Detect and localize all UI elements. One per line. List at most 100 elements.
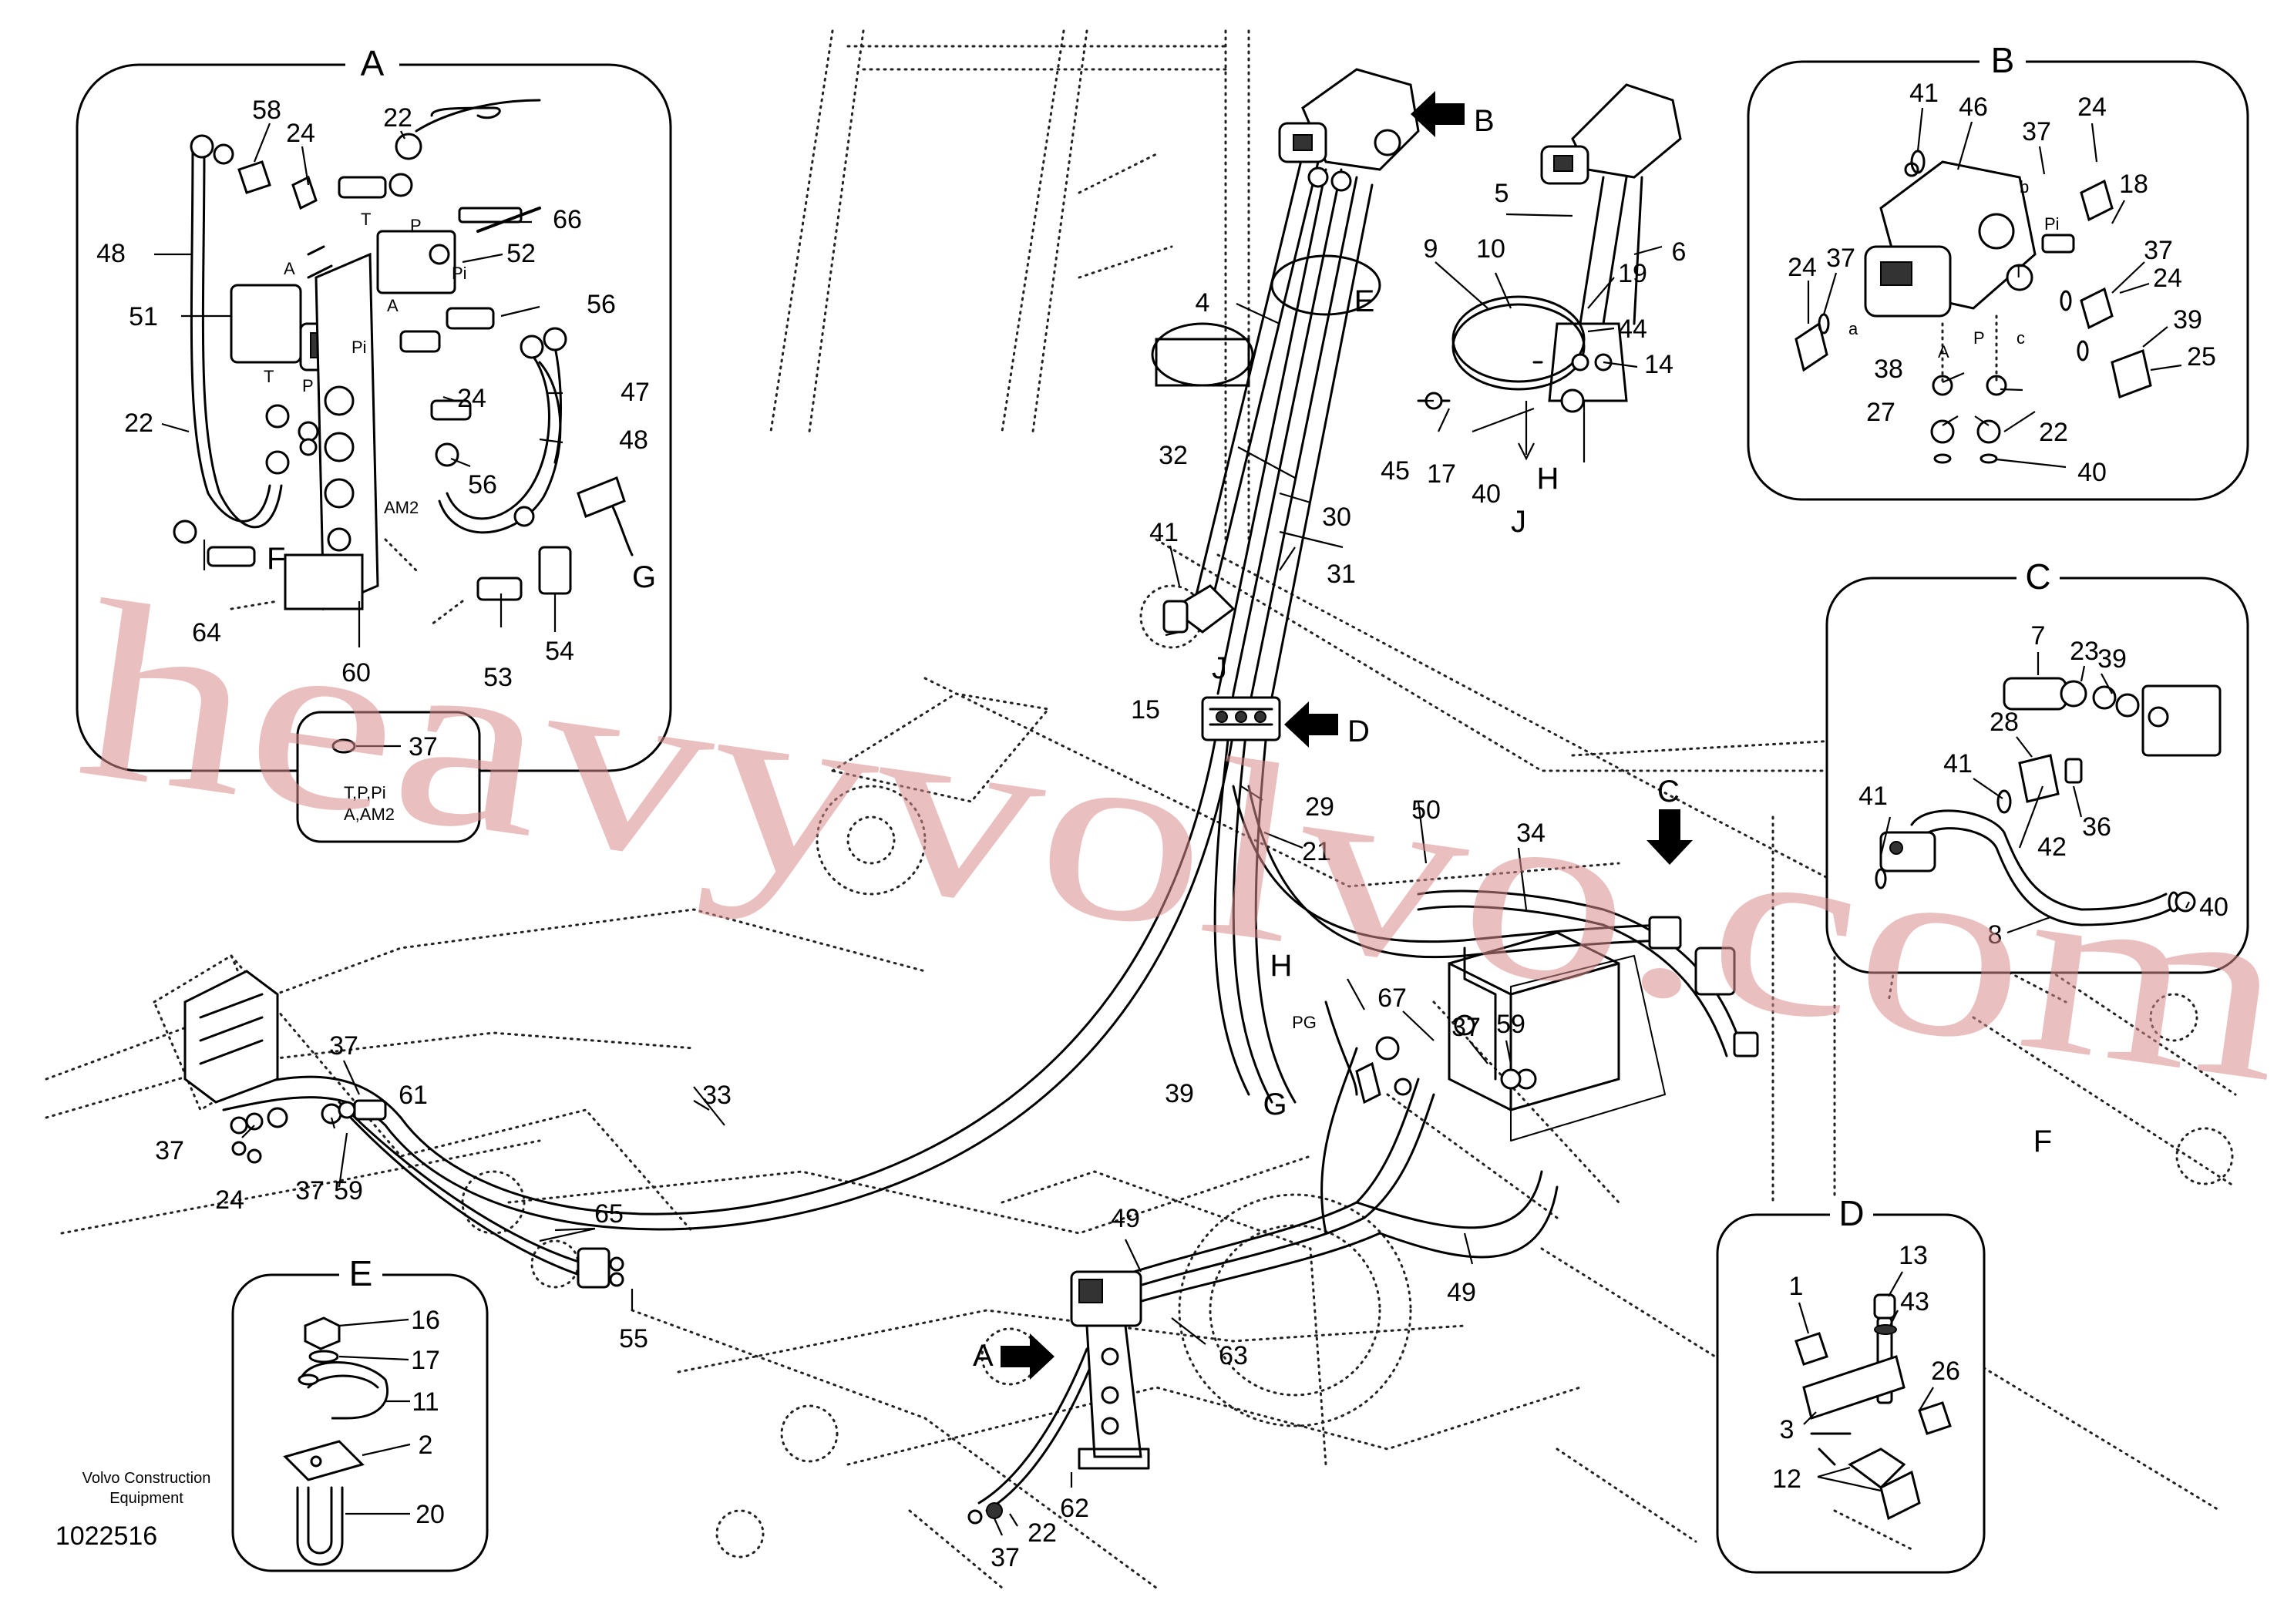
label-e-0: 16 [411, 1306, 440, 1335]
port-b-3: A [1938, 342, 1949, 361]
main-label-22: 50 [1411, 795, 1441, 825]
label-b-1: 46 [1959, 92, 1988, 122]
main-label-9: 40 [1472, 479, 1501, 509]
main-label-42: 37 [991, 1543, 1020, 1572]
main-label-28: 59 [1496, 1010, 1525, 1039]
main-label-30: 37 [329, 1031, 358, 1061]
panel-a-labels: 58 24 22 48 51 22 64 60 66 52 56 47 48 2… [96, 96, 656, 692]
main-label-31: 61 [399, 1081, 428, 1110]
ref-f: F [2033, 1125, 2052, 1158]
label-c-0: 7 [2031, 621, 2046, 651]
panel-d-title: D [1838, 1193, 1864, 1233]
detail-panel-d: D [1716, 1193, 1986, 1574]
view-arrow-d [1284, 701, 1338, 748]
port-a-9: F [267, 542, 285, 576]
label-a-16: 54 [545, 637, 574, 666]
label-b-6: 37 [1826, 244, 1855, 273]
label-a-1: 24 [286, 119, 315, 148]
main-label-41: 22 [1028, 1518, 1057, 1548]
main-label-3: 10 [1476, 234, 1505, 264]
main-label-16: 31 [1327, 560, 1356, 589]
panel-b-labels: 41 46 37 24 18 24 37 37 24 39 25 38 27 2… [1788, 79, 2216, 487]
label-b-3: 24 [2077, 92, 2107, 122]
port-a-3: A [387, 296, 399, 315]
label-c-6: 36 [2082, 812, 2111, 842]
detail-panel-c: C [1825, 556, 2249, 974]
panel-c-title: C [2025, 556, 2050, 597]
publisher-block: Volvo Construction Equipment 1022516 [56, 1470, 211, 1551]
label-c-4: 41 [1943, 749, 1973, 778]
label-a-7: 60 [341, 658, 371, 688]
legend-ports-line2: A,AM2 [344, 805, 395, 824]
label-a-10: 56 [587, 290, 616, 319]
main-label-18: 15 [1131, 695, 1160, 725]
port-a-4: T [264, 367, 274, 386]
label-b-8: 24 [2153, 264, 2182, 293]
main-label-13: E [1354, 284, 1375, 318]
label-a-14: 56 [468, 470, 497, 499]
port-b-0: b [2020, 177, 2029, 197]
view-arrow-b-label: B [1474, 104, 1495, 138]
valve-assembly-detail-right [1417, 83, 1682, 413]
main-label-10: H [1537, 462, 1559, 496]
label-a-4: 51 [129, 302, 158, 331]
panel-b-title: B [1991, 40, 2015, 80]
main-label-24: H [1270, 949, 1293, 983]
label-a-9: 52 [506, 239, 536, 268]
main-label-40: 62 [1060, 1494, 1089, 1523]
label-a-5: 22 [124, 409, 153, 438]
view-arrow-d-label: D [1347, 714, 1370, 748]
drawing-number: 1022516 [56, 1521, 157, 1551]
main-label-6: 14 [1644, 350, 1673, 379]
label-b-4: 18 [2119, 170, 2148, 199]
main-label-26: 67 [1377, 983, 1407, 1013]
leader-lines [154, 107, 2190, 1536]
port-b-2: T [2013, 262, 2023, 281]
view-arrows: B D C A [973, 91, 1693, 1380]
publisher-line2: Equipment [109, 1490, 183, 1507]
port-b-4: P [1973, 328, 1985, 348]
publisher-line1: Volvo Construction [82, 1470, 211, 1487]
label-a-13: 24 [457, 384, 486, 413]
main-label-11: J [1511, 505, 1526, 539]
main-label-5: 44 [1618, 314, 1647, 344]
main-label-32: 37 [155, 1136, 184, 1165]
main-label-34: 37 [295, 1176, 325, 1205]
detail-panel-a: A [76, 43, 672, 772]
main-label-12: 4 [1196, 288, 1210, 318]
boom-clamp-e [1151, 254, 1381, 634]
label-b-14: 40 [2077, 458, 2107, 487]
label-a-8: 66 [553, 205, 582, 234]
main-label-29: 33 [702, 1081, 732, 1110]
label-d-3: 26 [1931, 1357, 1960, 1386]
main-label-23: 34 [1516, 819, 1546, 848]
main-labels: 5 6 9 10 19 44 14 45 17 40 H J 4 E 32 30… [155, 179, 2052, 1572]
port-a-10: G [632, 560, 656, 594]
label-c-3: 28 [1990, 708, 2019, 737]
label-e-3: 2 [419, 1431, 433, 1460]
main-label-35: 59 [334, 1176, 363, 1205]
main-label-8: 17 [1427, 459, 1456, 489]
base-valve-assembly [967, 1270, 1150, 1525]
legend-item: 37 [409, 732, 438, 762]
label-d-5: 12 [1772, 1464, 1801, 1494]
label-d-0: 13 [1899, 1241, 1928, 1270]
label-b-13: 22 [2039, 418, 2068, 447]
main-label-43: 49 [1447, 1278, 1476, 1307]
main-label-4: 19 [1618, 259, 1647, 288]
main-label-38: 49 [1111, 1204, 1140, 1233]
main-label-20: 29 [1305, 792, 1334, 822]
pg-fitting-37 [1355, 1061, 1522, 1105]
panel-e-labels: 16 17 11 2 20 [411, 1306, 445, 1529]
label-c-8: 8 [1988, 920, 2003, 950]
label-c-2: 39 [2097, 644, 2127, 674]
label-c-9: 40 [2199, 893, 2228, 922]
port-a-2: Pi [452, 264, 467, 283]
label-b-10: 25 [2187, 342, 2216, 372]
label-a-12: 48 [619, 425, 648, 455]
label-b-2: 37 [2022, 117, 2051, 146]
main-label-44: 39 [1165, 1079, 1194, 1108]
main-label-21: 21 [1302, 837, 1331, 866]
label-d-4: 3 [1780, 1415, 1794, 1444]
